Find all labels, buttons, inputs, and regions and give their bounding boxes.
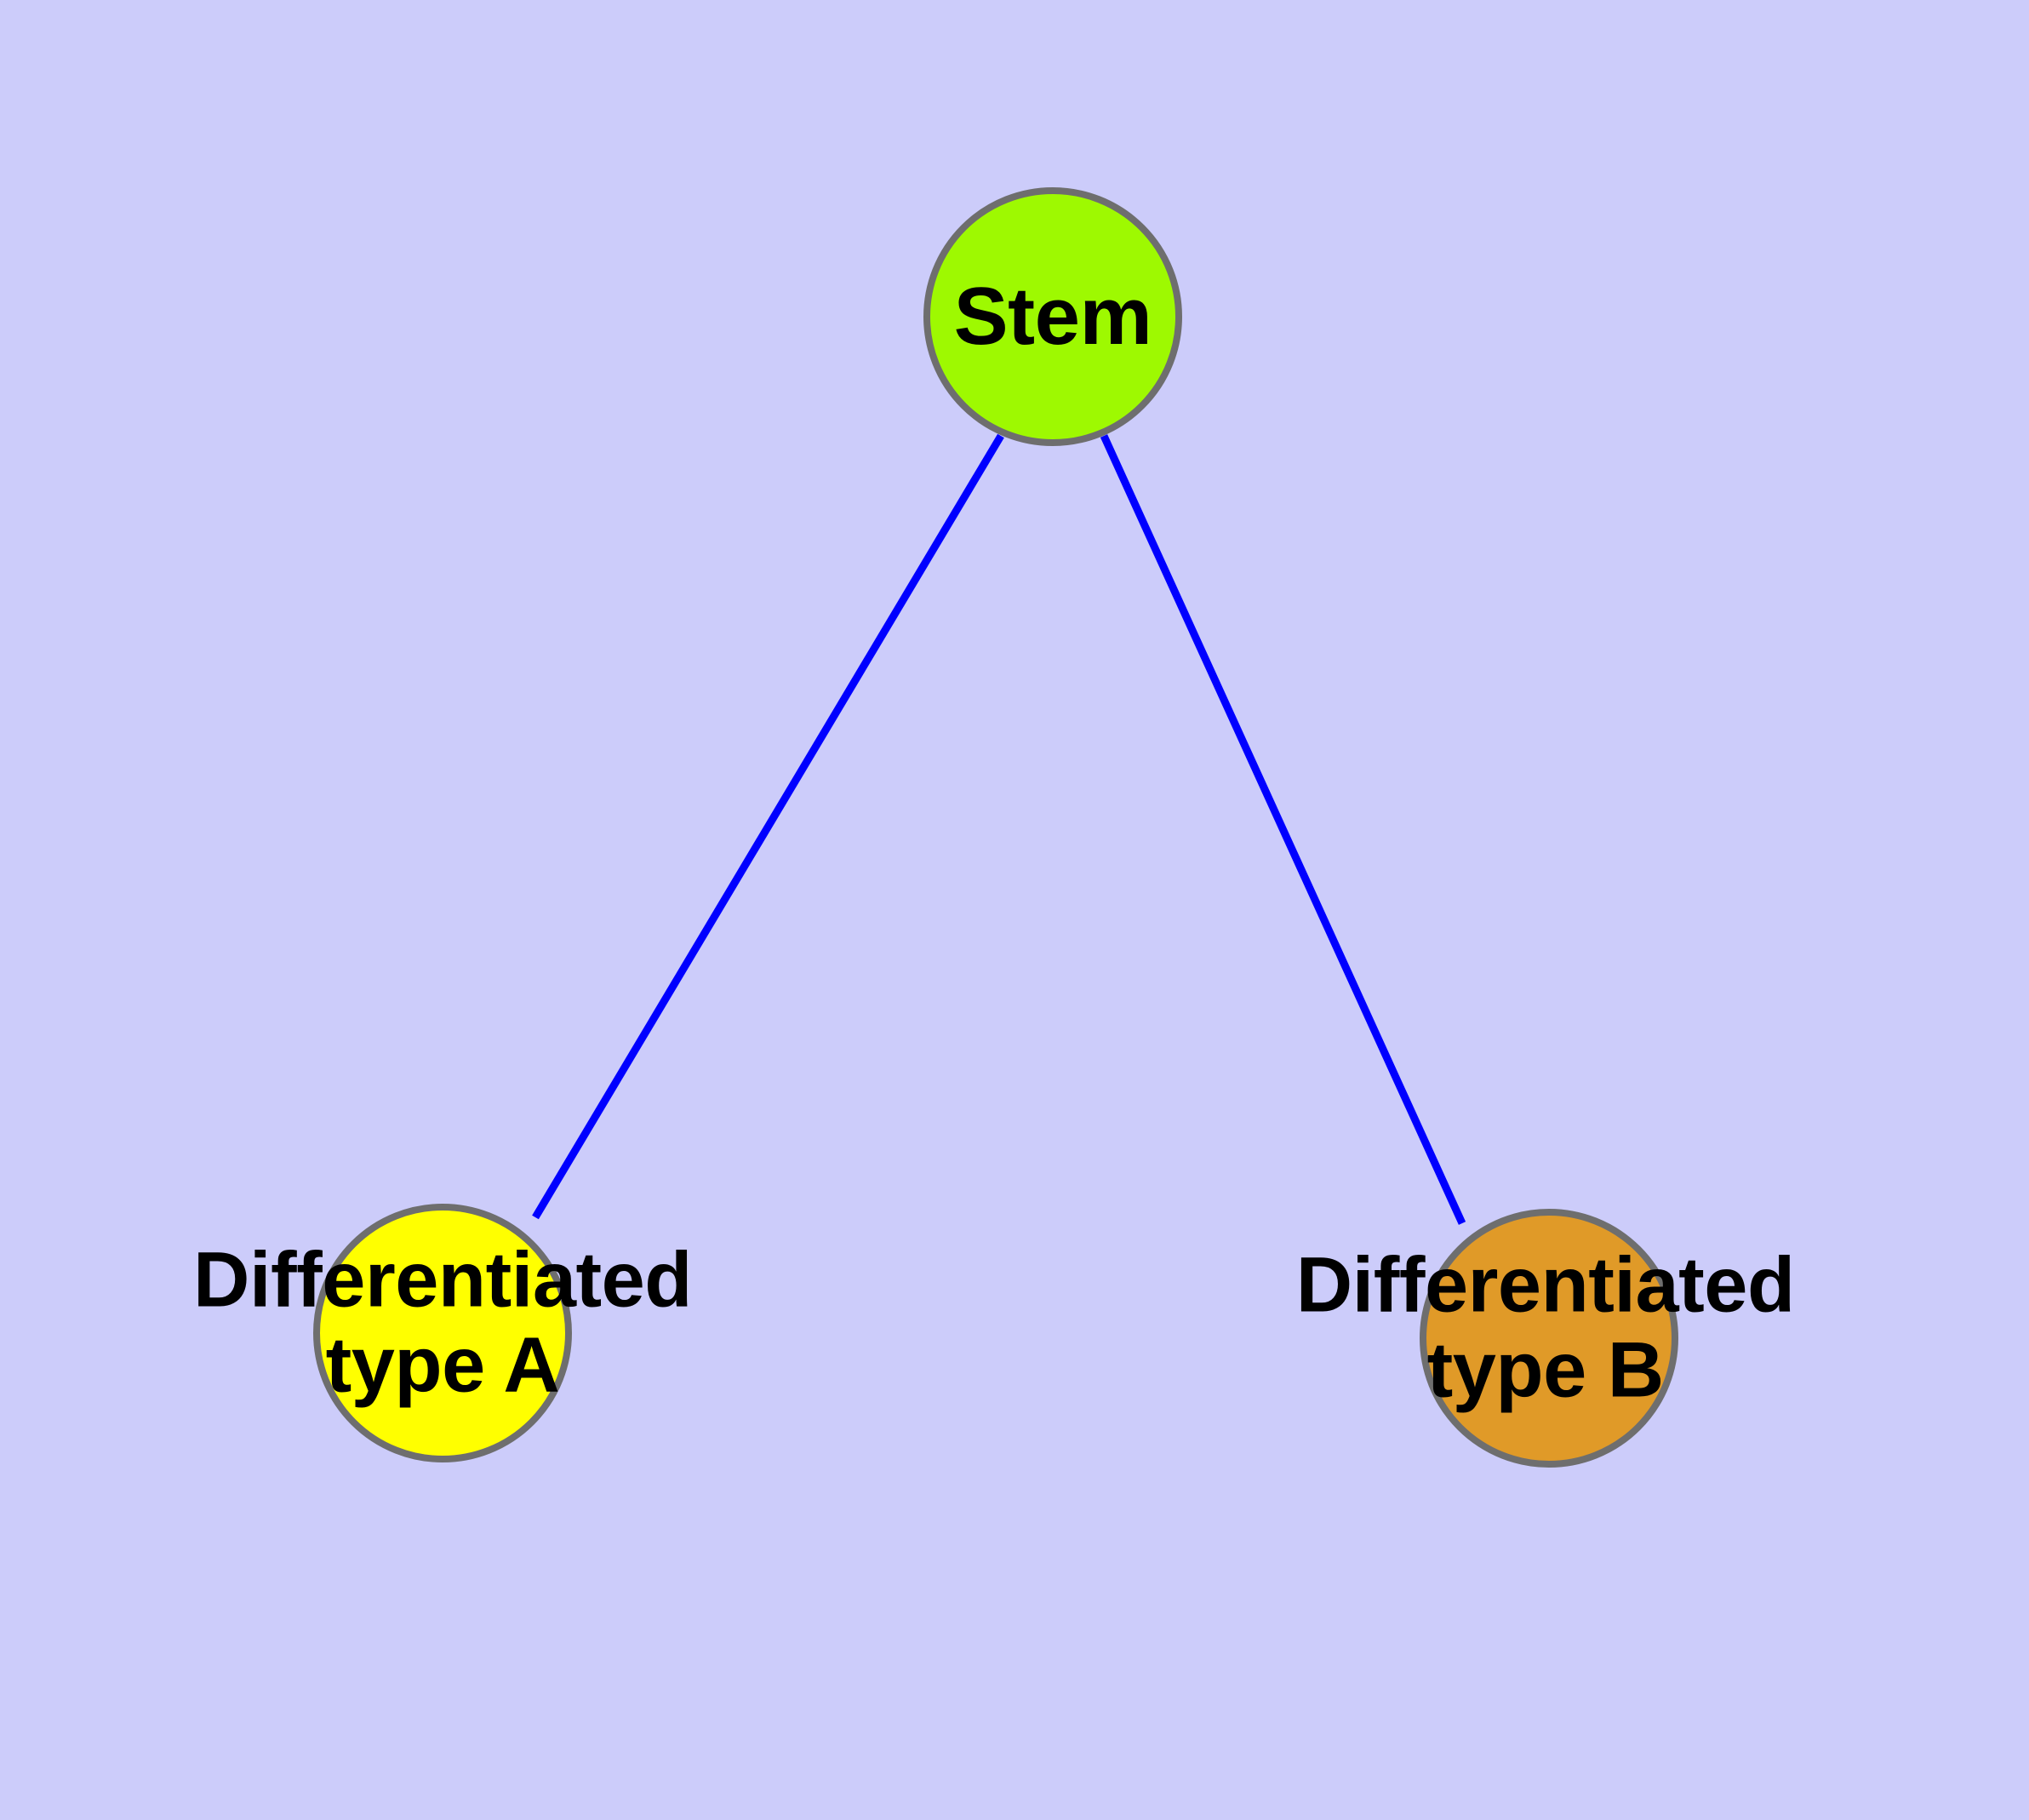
edge-stem-to-differentiated-type-b xyxy=(1100,434,1466,1225)
node-stem[interactable]: Stem xyxy=(923,187,1182,446)
node-differentiated-type-a-label-line-2: type A xyxy=(325,1321,560,1409)
node-stem-label: Stem xyxy=(954,272,1152,361)
node-differentiated-type-b-label-line-2: type B xyxy=(1426,1326,1665,1414)
node-differentiated-type-b-label: Differentiated type B xyxy=(1295,1242,1795,1414)
node-differentiated-type-a-label-line-1: Differentiated xyxy=(193,1237,692,1325)
node-differentiated-type-b[interactable]: Differentiated type B xyxy=(1296,1209,1795,1468)
node-differentiated-type-a[interactable]: Differentiated type A xyxy=(193,1204,692,1462)
node-differentiated-type-a-label: Differentiated type A xyxy=(193,1237,692,1409)
node-differentiated-type-b-label-line-1: Differentiated xyxy=(1295,1242,1795,1330)
node-stem-label-line-1: Stem xyxy=(953,271,1152,363)
edge-stem-to-differentiated-type-a xyxy=(532,433,1004,1220)
